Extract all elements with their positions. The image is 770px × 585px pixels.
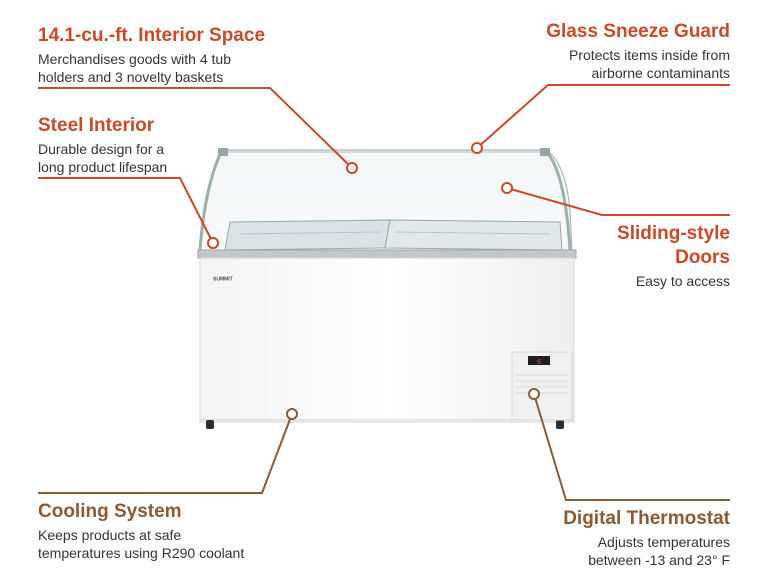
callout-sliding-doors: Sliding-style Doors Easy to access	[617, 222, 730, 290]
description-line: Durable design for a	[38, 141, 165, 157]
callout-description: Adjusts temperatures between -13 and 23°…	[563, 533, 730, 569]
leader-lines	[38, 84, 730, 501]
callout-digital-thermostat: Digital Thermostat Adjusts temperatures …	[563, 507, 730, 569]
sliding-doors	[224, 219, 563, 251]
leader-sliding-doors	[506, 187, 730, 216]
leader-steel-interior	[38, 177, 214, 244]
svg-text:6: 6	[537, 359, 541, 367]
leader-thermostat	[533, 393, 730, 501]
callout-interior-space: 14.1-cu.-ft. Interior Space Merchandises…	[38, 24, 265, 86]
hotspot-sneeze-guard	[471, 142, 483, 154]
title-line: Sliding-style	[617, 223, 730, 244]
hotspot-interior-space	[346, 162, 358, 174]
description-line: holders and 3 novelty baskets	[38, 69, 224, 85]
leader-sneeze-guard	[476, 84, 730, 149]
hotspot-sliding-doors	[501, 182, 513, 194]
description-line: between -13 and 23° F	[588, 552, 730, 568]
description-line: airborne contaminants	[591, 65, 730, 81]
caster-right	[556, 420, 564, 429]
hotspot-steel-interior	[207, 237, 219, 249]
callout-title: 14.1-cu.-ft. Interior Space	[38, 25, 266, 46]
caster-left	[206, 420, 214, 429]
leader-cooling	[38, 413, 293, 494]
bracket-right	[540, 148, 550, 156]
callout-description: Easy to access	[617, 272, 730, 290]
callout-description: Keeps products at safe temperatures usin…	[38, 526, 244, 562]
callout-cooling-system: Cooling System Keeps products at safe te…	[38, 500, 244, 562]
brand-badge: SUMMIT	[212, 275, 233, 283]
leader-interior-space	[38, 87, 353, 169]
description-line: temperatures using R290 coolant	[38, 545, 245, 561]
description-line: Adjusts temperatures	[597, 534, 730, 550]
callout-title: Cooling System	[38, 501, 182, 522]
description-line: long product lifespan	[38, 159, 168, 175]
callout-title: Glass Sneeze Guard	[546, 21, 730, 42]
callout-title: Steel Interior	[38, 115, 155, 136]
description-line: Keeps products at safe	[38, 527, 182, 543]
svg-text:SUMMIT: SUMMIT	[213, 277, 233, 283]
bracket-left	[218, 148, 228, 156]
callout-title: Digital Thermostat	[563, 508, 730, 529]
title-line: Doors	[675, 247, 730, 268]
callout-description: Durable design for a long product lifesp…	[38, 140, 167, 176]
callout-description: Protects items inside from airborne cont…	[546, 46, 730, 82]
description-line: Easy to access	[635, 273, 730, 289]
hotspots	[207, 142, 540, 420]
thermostat-panel: 6	[511, 351, 573, 421]
callout-sneeze-guard: Glass Sneeze Guard Protects items inside…	[546, 20, 730, 82]
callout-description: Merchandises goods with 4 tub holders an…	[38, 50, 265, 86]
description-line: Merchandises goods with 4 tub	[38, 51, 231, 67]
cabinet-rim	[197, 249, 577, 259]
callout-steel-interior: Steel Interior Durable design for a long…	[38, 114, 167, 176]
hotspot-thermostat	[528, 388, 540, 400]
description-line: Protects items inside from	[568, 47, 730, 63]
callout-title: Sliding-style Doors	[617, 222, 730, 270]
hotspot-cooling	[286, 408, 298, 420]
